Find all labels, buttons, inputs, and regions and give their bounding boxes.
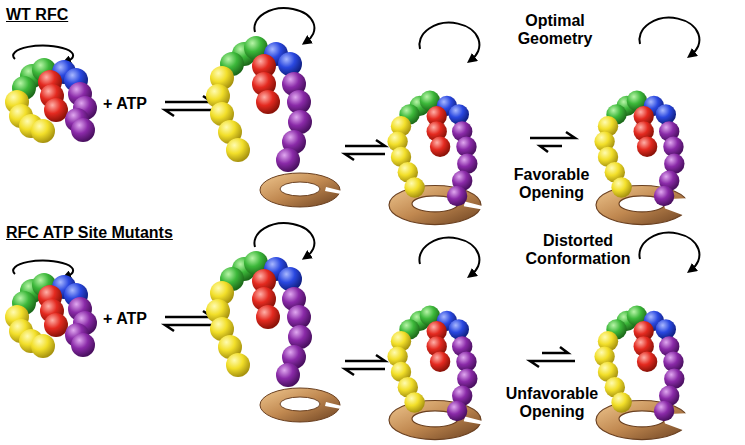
reagent-label: + ATP — [103, 95, 147, 113]
equilibrium-arrow — [542, 347, 568, 353]
equilibrium-arrow — [530, 361, 575, 367]
section-heading: RFC ATP Site Mutants — [6, 224, 173, 242]
wt-rfc-scheme — [5, 8, 699, 224]
reagent-label: + ATP — [103, 310, 147, 328]
equilibrium-arrow — [540, 146, 562, 152]
equilibrium-arrow — [530, 132, 575, 138]
state-label: Favorable Opening — [503, 166, 600, 203]
state-label: Optimal Geometry — [505, 12, 605, 49]
state-label: Unfavorable Opening — [496, 385, 608, 422]
section-heading: WT RFC — [6, 6, 68, 24]
mutant-rfc-scheme — [5, 223, 699, 439]
state-label: Distorted Conformation — [516, 232, 640, 269]
